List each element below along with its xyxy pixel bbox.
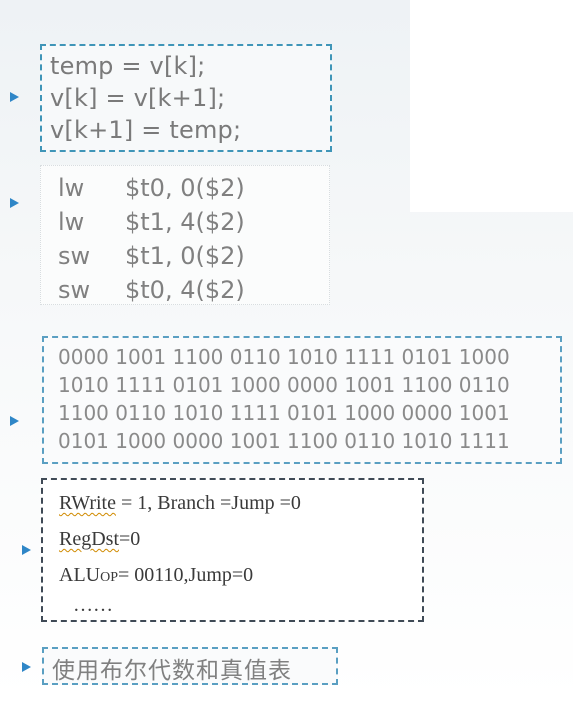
code-line: v[k+1] = temp; [50,116,242,144]
bullet-icon [10,198,19,208]
asm-opcode: lw [58,174,85,202]
bullet-icon [22,662,31,672]
asm-opcode: sw [58,276,91,304]
asm-operands: $t0, 4($2) [125,276,245,304]
asm-operands: $t0, 0($2) [125,174,245,202]
ellipsis: …… [73,594,113,616]
note-text: 使用布尔代数和真值表 [52,658,292,684]
asm-operands: $t1, 0($2) [125,242,245,270]
control-line: RWrite = 1, Branch =Jump =0 [59,492,301,515]
binary-line: 1010 1111 0101 1000 0000 1001 1100 0110 [58,373,510,397]
code-line: v[k] = v[k+1]; [50,84,226,112]
note-box: 使用布尔代数和真值表 [42,647,338,685]
control-line: RegDst=0 [59,528,140,551]
assembly-box: lw $t0, 0($2) lw $t1, 4($2) sw $t1, 0($2… [40,165,330,305]
signal-values: =0 [119,528,141,550]
signal-name: ALU [59,564,101,586]
c-code-box: temp = v[k]; v[k] = v[k+1]; v[k+1] = tem… [40,44,332,152]
background-patch [410,0,573,212]
bullet-icon [22,545,31,555]
signal-values: = 00110,Jump=0 [118,564,254,586]
signal-name: RegDst [59,528,119,550]
binary-line: 1100 0110 1010 1111 0101 1000 0000 1001 [58,401,510,425]
signal-values: = 1, Branch =Jump =0 [115,492,301,514]
bullet-icon [10,92,19,102]
bullet-icon [10,416,19,426]
asm-operands: $t1, 4($2) [125,208,245,236]
binary-line: 0000 1001 1100 0110 1010 1111 0101 1000 [58,345,510,369]
asm-opcode: lw [58,208,85,236]
code-line: temp = v[k]; [50,52,206,80]
signal-name: RWrite [59,492,116,514]
signal-subscript: OP [100,570,119,585]
asm-opcode: sw [58,242,91,270]
control-line: ALUOP= 00110,Jump=0 [59,564,253,587]
binary-line: 0101 1000 0000 1001 1100 0110 1010 1111 [58,429,510,453]
control-signals-box: RWrite = 1, Branch =Jump =0 RegDst=0 ALU… [41,478,424,622]
machine-code-box: 0000 1001 1100 0110 1010 1111 0101 1000 … [42,336,562,464]
